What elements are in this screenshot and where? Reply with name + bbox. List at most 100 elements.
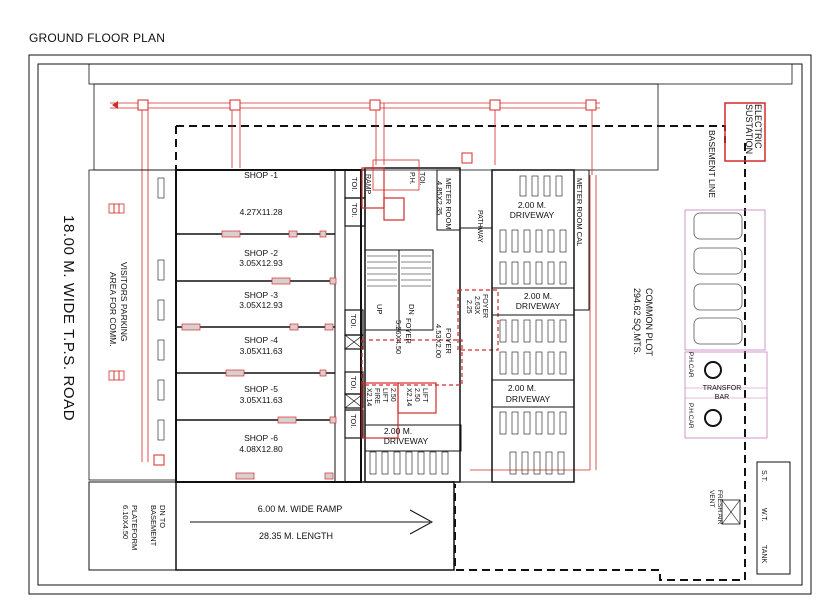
foyer-2-size: 4.53X2.00 [434, 324, 443, 358]
ramp-length-label: 28.35 M. LENGTH [259, 531, 333, 541]
foyer-3-size-b: 2.25 [465, 300, 472, 314]
fire-lift-size-b: 2.50 [389, 388, 396, 402]
meter-room-label: METER ROOM [444, 178, 453, 230]
lift-label: LIFT [421, 388, 428, 403]
driveway-3-label: DRIVEWAY [506, 394, 551, 404]
driveway-1-width: 2.00 M. [518, 200, 546, 210]
red-pillars-top [137, 99, 597, 466]
toilet-labels: TOI. TOI. TOI. TOI. TOI. [349, 177, 359, 428]
meter-room-size: 4.85X2.35 [435, 181, 444, 215]
meter-room-cal-label: METER ROOM CAL [575, 178, 584, 246]
electric-label: ELECTRIC [753, 104, 763, 149]
toilet-label-1: TOI. [350, 177, 359, 191]
shop-3-name: SHOP -3 [244, 290, 278, 300]
st-label: S.T. [760, 470, 767, 482]
parked-cars-right [693, 212, 743, 345]
basement-platform [88, 481, 177, 571]
foyer-3-size-a: 2.63X [473, 296, 480, 315]
common-plot-label: COMMON PLOT [644, 288, 654, 357]
basement-word: BASEMENT [149, 505, 158, 547]
shop-6-name: SHOP -6 [244, 433, 278, 443]
visitor-slot-markers [108, 203, 125, 381]
dn-to-label: DN TO [158, 505, 167, 528]
shop-4-size: 3.05X11.63 [240, 346, 283, 356]
tank-label: TANK [760, 545, 767, 563]
driveway-3-width: 2.00 M. [508, 383, 536, 393]
toilet-label-3: TOI. [349, 314, 358, 328]
shop-3-size: 3.05X12.93 [239, 300, 283, 310]
driveway-4-width: 2.00 M. [384, 426, 412, 436]
driveway-1-label: DRIVEWAY [510, 210, 555, 220]
driveway-2-width: 2.00 M. [524, 291, 552, 301]
pathway-label: PATHWAY [476, 210, 483, 243]
car-slots [157, 175, 567, 475]
shop-2-size: 3.05X12.93 [239, 258, 283, 268]
ramp-area [175, 481, 455, 571]
ramp-arrow-icon [409, 509, 434, 535]
lift-size-a: 2.50 [413, 388, 420, 402]
stair-treads [367, 255, 431, 287]
toilet-crosses [344, 334, 364, 409]
basement-line-label: BASEMENT LINE [707, 130, 717, 198]
visitors-parking-label-2: AREA FOR COMM. [108, 272, 118, 347]
accessible-parking-zone [684, 351, 768, 439]
shop-6-size: 4.08X12.80 [239, 444, 283, 454]
fresh-air-vent-box [721, 499, 741, 525]
driveway-labels: 2.00 M. DRIVEWAY 2.00 M. DRIVEWAY 2.00 M… [384, 200, 561, 446]
substation-label: SUSTATION [744, 104, 754, 154]
dn-to-basement-labels: DN TO BASEMENT PLATEFORM 6.10X4.50 [121, 505, 167, 550]
shop-5-size: 3.05X11.63 [240, 395, 283, 405]
driveway-2-label: DRIVEWAY [516, 301, 561, 311]
toilet-label-2: TOI. [350, 203, 359, 217]
foyer-3-label: FOYER [481, 294, 488, 318]
vent-label: VENT [708, 490, 715, 507]
shop-2-name: SHOP -2 [244, 248, 278, 258]
shop-4-name: SHOP -4 [244, 335, 278, 345]
shop-labels: SHOP -1 4.27X11.28 SHOP -2 3.05X12.93 SH… [239, 170, 283, 454]
shop-1-name: SHOP -1 [244, 170, 278, 180]
arrow-left-icon [112, 101, 118, 109]
visitors-parking-label-1: VISITORS PARKING [119, 262, 129, 342]
driveway-4-label: DRIVEWAY [384, 436, 429, 446]
common-plot-area: 294.62 SQ.MTS. [632, 288, 642, 355]
transformer-label-1: TRANSFOR [703, 385, 742, 392]
transformer-label-2: BAR [715, 394, 729, 401]
fire-lift-size-a: X2.14 [365, 388, 372, 406]
car-parking-zone [684, 209, 766, 351]
plateform-size: 6.10X4.50 [121, 505, 130, 539]
page-title: GROUND FLOOR PLAN [29, 31, 166, 45]
ph-car-label-2: P.H.CAR [687, 403, 694, 429]
tank-labels: S.T. W.T. TANK [760, 470, 767, 563]
fresh-air-label: FRESH AIR [716, 490, 723, 525]
outer-border [28, 54, 812, 595]
wheelchair-icon [704, 361, 722, 427]
stair-dn-label: DN [407, 304, 416, 315]
wt-label: W.T. [760, 508, 767, 522]
lift-size-b: X2.14 [405, 388, 412, 406]
ph-label: P.H. [408, 172, 415, 185]
toilet-cells [344, 169, 366, 439]
toi-label: TOI. [418, 172, 425, 186]
shop-doors [181, 230, 337, 480]
visitor-parking-strip [88, 169, 177, 481]
foyer-1-label: FOYER [404, 318, 413, 344]
plateform-label: PLATEFORM [130, 505, 139, 550]
ramp-width-label: 6.00 M. WIDE RAMP [258, 504, 343, 514]
foyer-1-size: 5.26X4.50 [394, 320, 403, 354]
fire-lift-label-b: LIFT [381, 388, 388, 403]
toilet-label-5: TOI. [349, 414, 358, 428]
red-service-lines [110, 102, 600, 471]
shop-5-name: SHOP -5 [244, 384, 278, 394]
core-labels: RAMP P.H. TOI. METER ROOM 4.85X2.35 PATH… [364, 172, 488, 406]
road-label: 18.00 M. WIDE T.P.S. ROAD [60, 215, 77, 421]
tank-box [756, 461, 791, 575]
fire-lift-label-a: FIRE [373, 388, 380, 404]
stair-up-label: UP [375, 304, 384, 314]
foyer-2-label: FOYER [444, 328, 453, 354]
toilet-label-4: TOI. [349, 376, 358, 390]
top-strip [88, 63, 793, 85]
red-core-outlines [361, 159, 499, 439]
ph-car-label-1: P.H.CAR [687, 352, 694, 378]
shop-1-size: 4.27X11.28 [240, 207, 283, 217]
